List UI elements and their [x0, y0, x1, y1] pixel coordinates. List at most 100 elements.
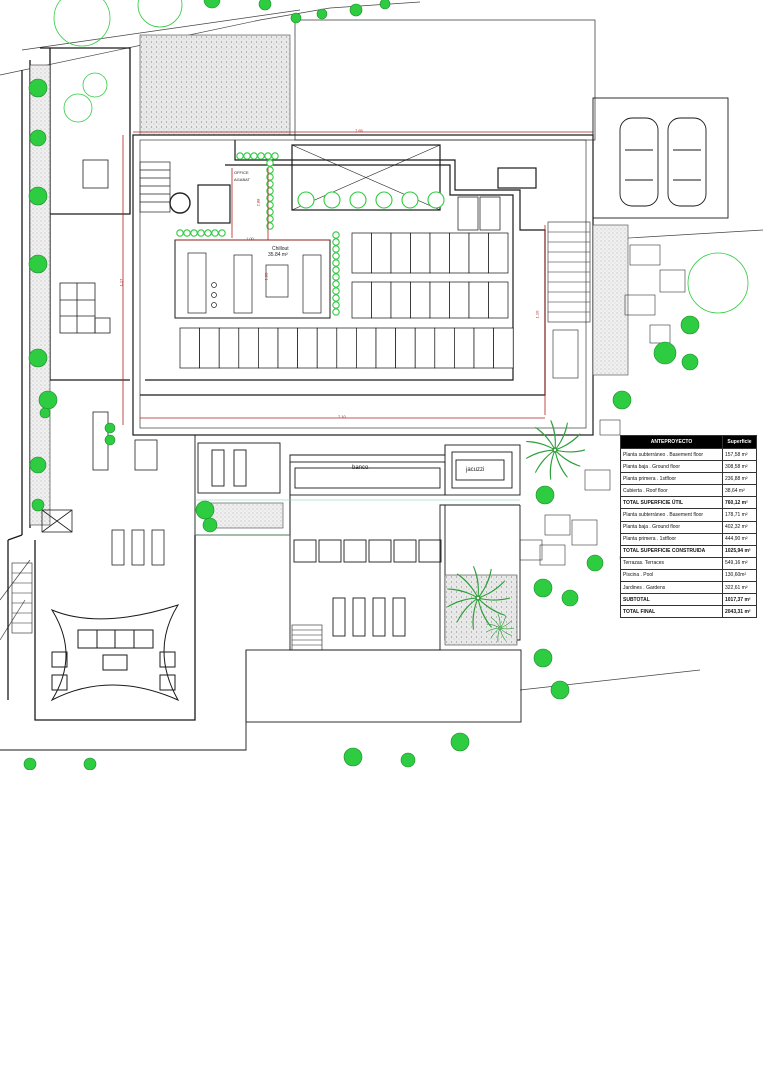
jacuzzi-label: jacuzzi [466, 467, 485, 473]
shrub [202, 517, 218, 533]
car-park [592, 97, 729, 219]
solar-panel [316, 327, 338, 369]
palm-frond [526, 441, 556, 451]
shrub [38, 390, 58, 410]
palm-trunk [498, 626, 502, 630]
palm-frond [554, 449, 581, 467]
palm-frond [477, 568, 492, 599]
dim-d1: 2.88 [255, 198, 261, 207]
table-cell-label: Planta primera . 1stfloor [620, 532, 723, 546]
outline-trees [53, 0, 749, 314]
hedge-bead [332, 231, 340, 239]
solar-panel [258, 327, 279, 369]
table-cell-value: 760,12 m² [722, 496, 757, 510]
solar-panel [218, 327, 240, 369]
palm-frond [472, 566, 479, 599]
dim-left: 1.17 [118, 278, 124, 287]
solar-panel [449, 232, 470, 274]
solar-panel [179, 327, 200, 369]
hedge-bead [332, 280, 340, 288]
table-cell-label: TOTAL SUPERFICIE ÚTIL [620, 496, 723, 510]
palm-frond [525, 449, 556, 459]
palm-frond [447, 597, 479, 608]
shrub [28, 254, 48, 274]
dim-top: 7.65 [355, 128, 363, 133]
table-cell-label: SUBTOTAL [620, 593, 723, 607]
palm-frond [499, 620, 512, 629]
hedge-bead [183, 229, 191, 237]
shrub [290, 12, 302, 24]
palm-frond [477, 597, 492, 628]
dim-bottom: 7.10 [338, 414, 346, 419]
solar-panel [479, 196, 501, 231]
solar-panel [488, 232, 509, 274]
solar-panel [414, 327, 436, 369]
solar-panel [277, 327, 298, 369]
solar-panel [238, 327, 259, 369]
solar-panel [351, 281, 372, 319]
palm-frond [486, 623, 501, 629]
table-header-row: ANTEPROYECTO Superficie [620, 435, 757, 449]
hedge-bead [264, 152, 272, 160]
hedge-bead [332, 273, 340, 281]
shrub [29, 456, 47, 474]
hedge-bead [332, 266, 340, 274]
hedge-bead [332, 238, 340, 246]
solar-panel [410, 232, 431, 274]
shrub [28, 186, 48, 206]
table-header-label: ANTEPROYECTO [620, 435, 723, 449]
palm-trees [447, 420, 586, 642]
hedge-bead [332, 245, 340, 253]
table-header-value: Superficie [722, 435, 757, 449]
solar-panel [488, 281, 509, 319]
solar-panel [199, 327, 220, 369]
solar-panel [457, 196, 479, 231]
solar-panel [449, 281, 470, 319]
table-cell-label: Planta primera . 1stfloor [620, 472, 723, 486]
shrub [533, 648, 553, 668]
palm-frond [554, 449, 568, 478]
solar-panel [395, 327, 416, 369]
site-plan: OFFICE AGABAT Chillout 35.84 m² banco ja… [0, 0, 763, 770]
shrub [653, 341, 677, 365]
palm-frond [490, 627, 501, 639]
office-label: OFFICE [234, 170, 249, 175]
palm-frond [497, 614, 501, 629]
solar-panels [179, 196, 514, 369]
chillout-room [174, 239, 331, 319]
table-cell-value: 549,16 m² [722, 556, 757, 570]
palm-frond [499, 627, 515, 630]
stepping-stones [519, 244, 686, 566]
table-cell-value: 178,71 m² [722, 508, 757, 522]
solar-panel [493, 327, 514, 369]
solar-panel [375, 327, 396, 369]
solar-panel [356, 327, 377, 369]
hedge-bead [190, 229, 198, 237]
solar-panel [410, 281, 431, 319]
solar-panel [429, 232, 450, 274]
shrub [680, 315, 700, 335]
palm-frond [456, 597, 479, 623]
table-cell-value: 236,88 m² [722, 472, 757, 486]
table-cell-value: 130,60m² [722, 568, 757, 583]
solar-panel [297, 327, 318, 369]
hedge-bead [197, 229, 205, 237]
hedge-bead [332, 301, 340, 309]
hedge-bead [257, 152, 265, 160]
table-cell-label: Planta baja . Ground floor [620, 520, 723, 534]
palm-frond [550, 420, 556, 451]
palm-frond [490, 617, 501, 629]
table-cell-label: Terrazas. Terraces [620, 556, 723, 570]
palm-frond [477, 597, 506, 616]
room-name: Chillout [272, 246, 289, 252]
hedge-bead [250, 152, 258, 160]
shrub [535, 485, 555, 505]
shrub [29, 129, 47, 147]
hedge-bead [236, 152, 244, 160]
pool-label: AGABAT [234, 177, 250, 182]
shrub [561, 589, 579, 607]
